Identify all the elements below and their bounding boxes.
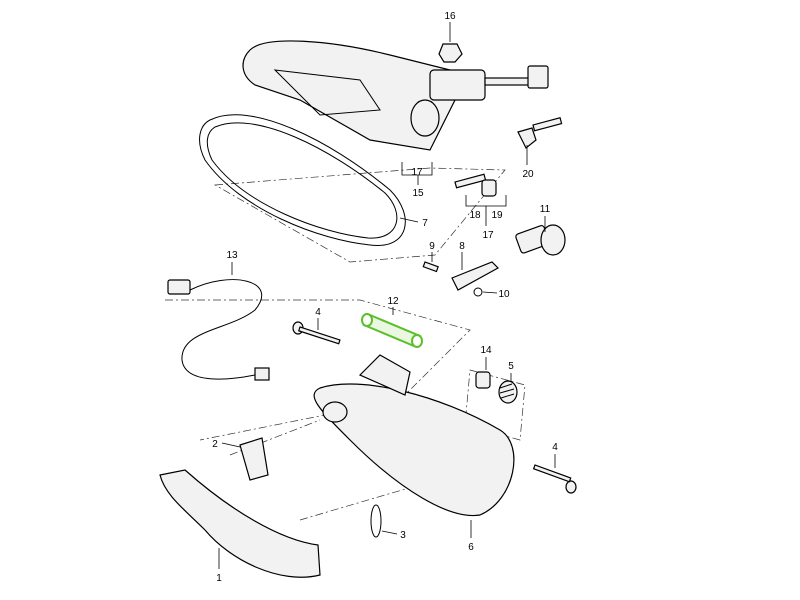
- key[interactable]: [517, 117, 563, 149]
- door-handle[interactable]: [159, 469, 321, 578]
- callout-13: 13: [226, 250, 238, 261]
- callout-11: 11: [540, 204, 551, 215]
- handle-housing[interactable]: [313, 383, 515, 517]
- lever[interactable]: [451, 261, 499, 291]
- callout-19: 19: [491, 210, 503, 221]
- gasket[interactable]: [239, 437, 269, 481]
- screw[interactable]: [422, 261, 439, 273]
- bolt[interactable]: [532, 464, 577, 494]
- pivot-pin[interactable]: [361, 313, 423, 348]
- callout-6: 6: [468, 542, 474, 553]
- callout-15: 15: [412, 188, 424, 199]
- callout-8: 8: [459, 241, 465, 252]
- callout-16: 16: [444, 11, 456, 22]
- callout-1: 1: [216, 573, 222, 584]
- cable-harness[interactable]: [167, 279, 270, 381]
- callout-5: 5: [508, 361, 514, 372]
- callout-labels: 16 17 15 20 18 19 17 11 7 9 8 10 13 12 4…: [212, 11, 558, 584]
- callout-9: 9: [429, 241, 435, 252]
- leader-lines: [218, 22, 556, 569]
- bolt[interactable]: [292, 321, 341, 345]
- callout-3: 3: [400, 530, 406, 541]
- bushing[interactable]: [475, 371, 491, 389]
- lock-slider[interactable]: [454, 173, 487, 189]
- callout-4: 4: [315, 307, 321, 318]
- clip[interactable]: [473, 287, 483, 297]
- callout-10: 10: [498, 289, 510, 300]
- lock-bracket[interactable]: [242, 40, 456, 151]
- callout-18: 18: [469, 210, 481, 221]
- callout-17: 17: [411, 167, 423, 178]
- seal-ring[interactable]: [370, 504, 382, 538]
- microswitch[interactable]: [515, 224, 566, 256]
- callout-20: 20: [522, 169, 534, 180]
- callout-17: 17: [482, 230, 494, 241]
- callout-12: 12: [387, 296, 399, 307]
- lock-cap[interactable]: [481, 179, 497, 197]
- lock-cylinder[interactable]: [410, 65, 549, 137]
- callout-2: 2: [212, 439, 218, 450]
- seal[interactable]: [199, 114, 406, 246]
- spring[interactable]: [498, 380, 518, 404]
- nut[interactable]: [438, 43, 463, 63]
- callout-7: 7: [422, 218, 428, 229]
- callout-4: 4: [552, 442, 558, 453]
- callout-14: 14: [480, 345, 492, 356]
